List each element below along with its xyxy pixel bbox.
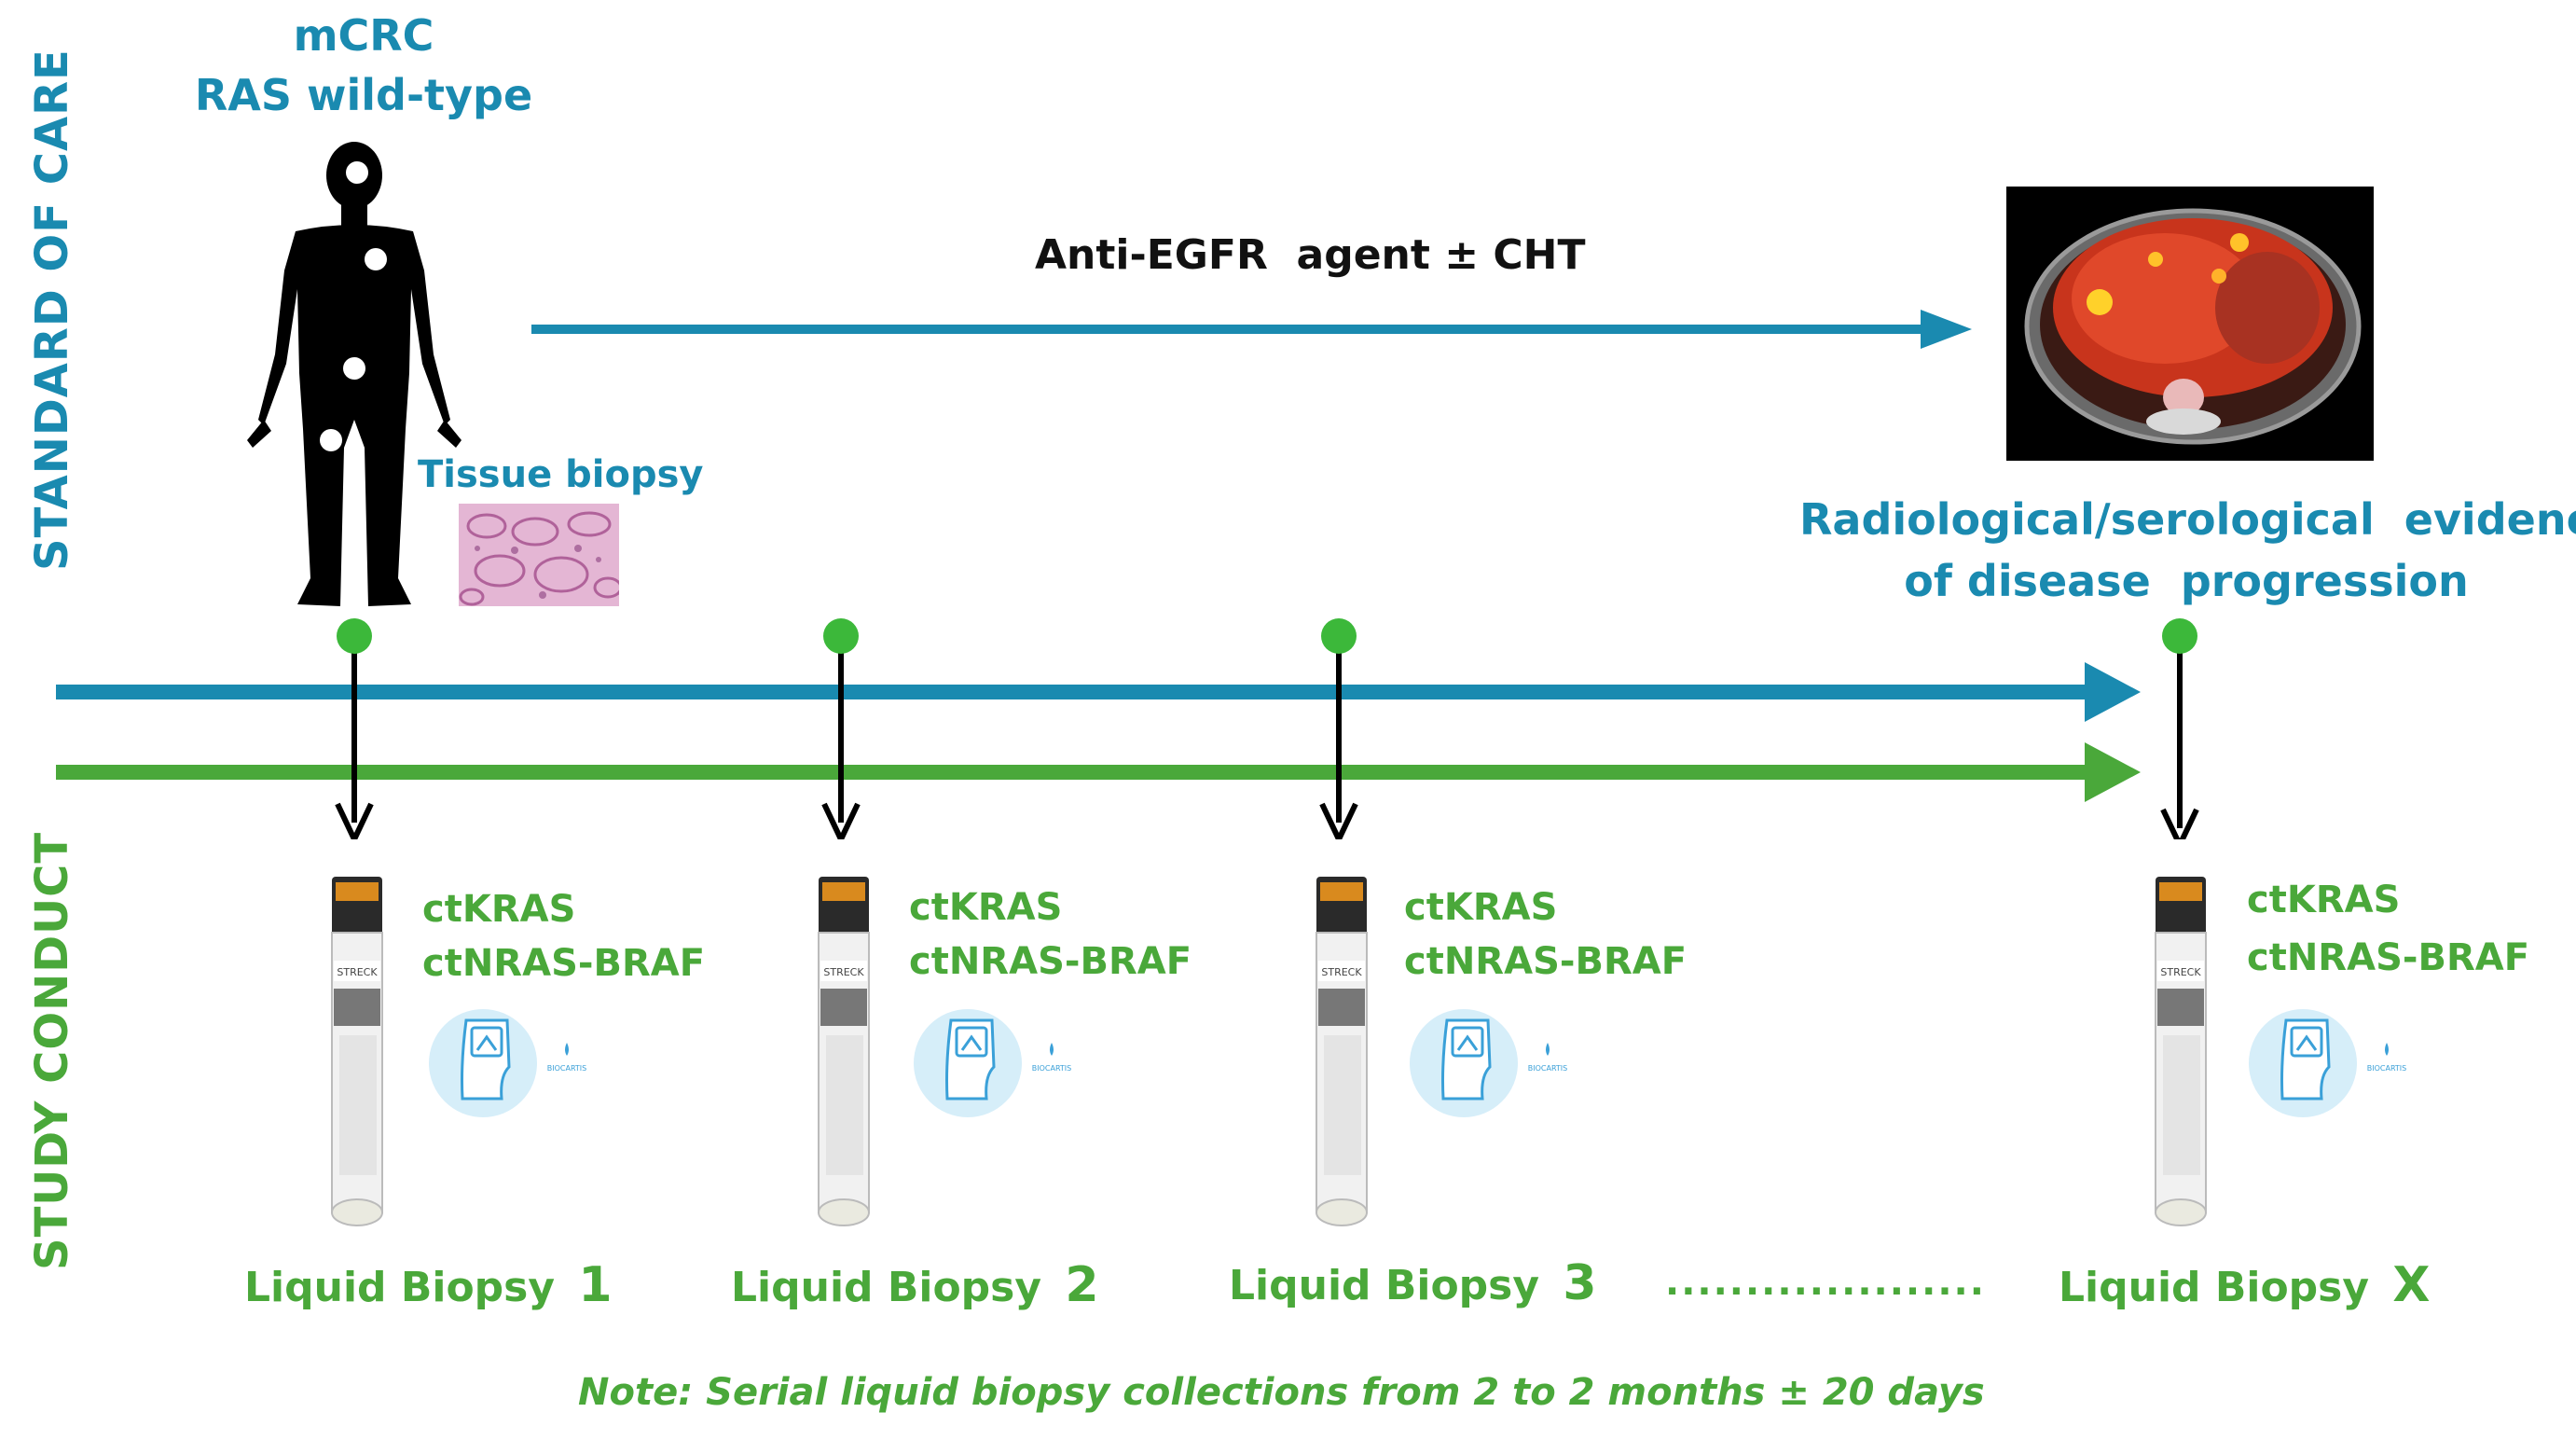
blood-tube-icon: STRECK xyxy=(1316,877,1368,1226)
biomarker-ctnras-braf: ctNRAS-BRAF xyxy=(1404,940,1687,983)
treatment-label: Anti-EGFR agent ± CHT xyxy=(1035,231,1586,279)
pet-ct-scan-image xyxy=(2006,187,2374,461)
progression-line1: Radiological/serological evidence xyxy=(1799,494,2576,545)
liquid-biopsy-number: 3 xyxy=(1563,1255,1597,1311)
sample-column-3: STRECK ctKRAS ctNRAS-BRAF BIOCARTIS xyxy=(1311,877,1833,1231)
liquid-biopsy-prefix: Liquid Biopsy xyxy=(244,1264,556,1311)
tube-brand-text: STRECK xyxy=(1321,966,1362,978)
liquid-biopsy-label-1: Liquid Biopsy 1 xyxy=(244,1257,613,1313)
blood-tube-icon: STRECK xyxy=(2155,877,2207,1226)
biomarker-list: ctKRAS ctNRAS-BRAF xyxy=(422,882,705,990)
biomarker-ctkras: ctKRAS xyxy=(2247,879,2401,921)
idylla-device-icon: BIOCARTIS xyxy=(429,1009,587,1117)
timepoint-connector-1 xyxy=(335,618,374,839)
biomarker-ctnras-braf: ctNRAS-BRAF xyxy=(2247,936,2530,979)
biomarker-ctnras-braf: ctNRAS-BRAF xyxy=(422,942,706,985)
liquid-biopsy-label-2: Liquid Biopsy 2 xyxy=(731,1257,1099,1313)
progression-line2: of disease progression xyxy=(1904,556,2469,606)
timepoint-connector-x xyxy=(2160,618,2199,839)
biomarker-list: ctKRAS ctNRAS-BRAF xyxy=(909,880,1192,989)
timepoint-connector-2 xyxy=(821,618,861,839)
treatment-arrow-svg xyxy=(531,310,1972,349)
biocartis-logo-text: BIOCARTIS xyxy=(547,1064,587,1073)
biomarker-ctnras-braf: ctNRAS-BRAF xyxy=(909,940,1192,983)
idylla-device-icon: BIOCARTIS xyxy=(2249,1009,2407,1117)
biocartis-logo-text: BIOCARTIS xyxy=(2367,1064,2407,1073)
continuation-dots: .................... xyxy=(1665,1261,1986,1304)
tube-brand-text: STRECK xyxy=(2160,966,2201,978)
idylla-device-icon: BIOCARTIS xyxy=(914,1009,1072,1117)
biocartis-logo-text: BIOCARTIS xyxy=(1032,1064,1072,1073)
patient-title: mCRC RAS wild-type xyxy=(177,6,550,125)
liquid-biopsy-label-3: Liquid Biopsy 3 xyxy=(1229,1255,1597,1311)
human-body-icon xyxy=(247,142,461,606)
liquid-biopsy-label-x: Liquid Biopsy X xyxy=(2059,1257,2430,1313)
biomarker-list: ctKRAS ctNRAS-BRAF xyxy=(2247,871,2529,987)
blue-timeline-arrow xyxy=(56,662,2141,722)
green-timeline-arrow xyxy=(56,742,2141,802)
liquid-biopsy-number: 2 xyxy=(1065,1257,1099,1313)
tissue-histology-image xyxy=(459,504,619,606)
biomarker-ctkras: ctKRAS xyxy=(422,888,576,931)
liquid-biopsy-prefix: Liquid Biopsy xyxy=(731,1264,1042,1311)
biocartis-logo-text: BIOCARTIS xyxy=(1528,1064,1568,1073)
sample-column-1: STRECK ctKRAS ctNRAS-BRAF BIOCARTIS xyxy=(326,877,848,1231)
progression-label: Radiological/serological evidence of dis… xyxy=(1799,489,2576,612)
sample-column-2: STRECK ctKRAS ctNRAS-BRAF BIOCARTIS xyxy=(813,877,1335,1231)
liquid-biopsy-number: X xyxy=(2392,1257,2431,1313)
footnote: Note: Serial liquid biopsy collections f… xyxy=(578,1371,1985,1414)
biomarker-ctkras: ctKRAS xyxy=(1404,886,1558,929)
liquid-biopsy-number: 1 xyxy=(578,1257,613,1313)
timepoint-connector-3 xyxy=(1319,618,1358,839)
tube-brand-text: STRECK xyxy=(823,966,864,978)
blood-tube-icon: STRECK xyxy=(818,877,870,1226)
tube-brand-text: STRECK xyxy=(337,966,378,978)
study-conduct-label: STUDY CONDUCT xyxy=(26,831,78,1270)
sample-column-x: STRECK ctKRAS ctNRAS-BRAF BIOCARTIS xyxy=(2150,877,2569,1231)
blood-tube-icon: STRECK xyxy=(331,877,383,1226)
liquid-biopsy-prefix: Liquid Biopsy xyxy=(1229,1262,1540,1309)
tissue-biopsy-label: Tissue biopsy xyxy=(418,453,704,496)
patient-title-line1: mCRC xyxy=(293,10,434,61)
biomarker-ctkras: ctKRAS xyxy=(909,886,1063,929)
patient-title-line2: RAS wild-type xyxy=(194,70,533,120)
liquid-biopsy-prefix: Liquid Biopsy xyxy=(2059,1264,2370,1311)
biomarker-list: ctKRAS ctNRAS-BRAF xyxy=(1404,880,1687,989)
idylla-device-icon: BIOCARTIS xyxy=(1410,1009,1568,1117)
timeline-svg xyxy=(56,618,2199,839)
